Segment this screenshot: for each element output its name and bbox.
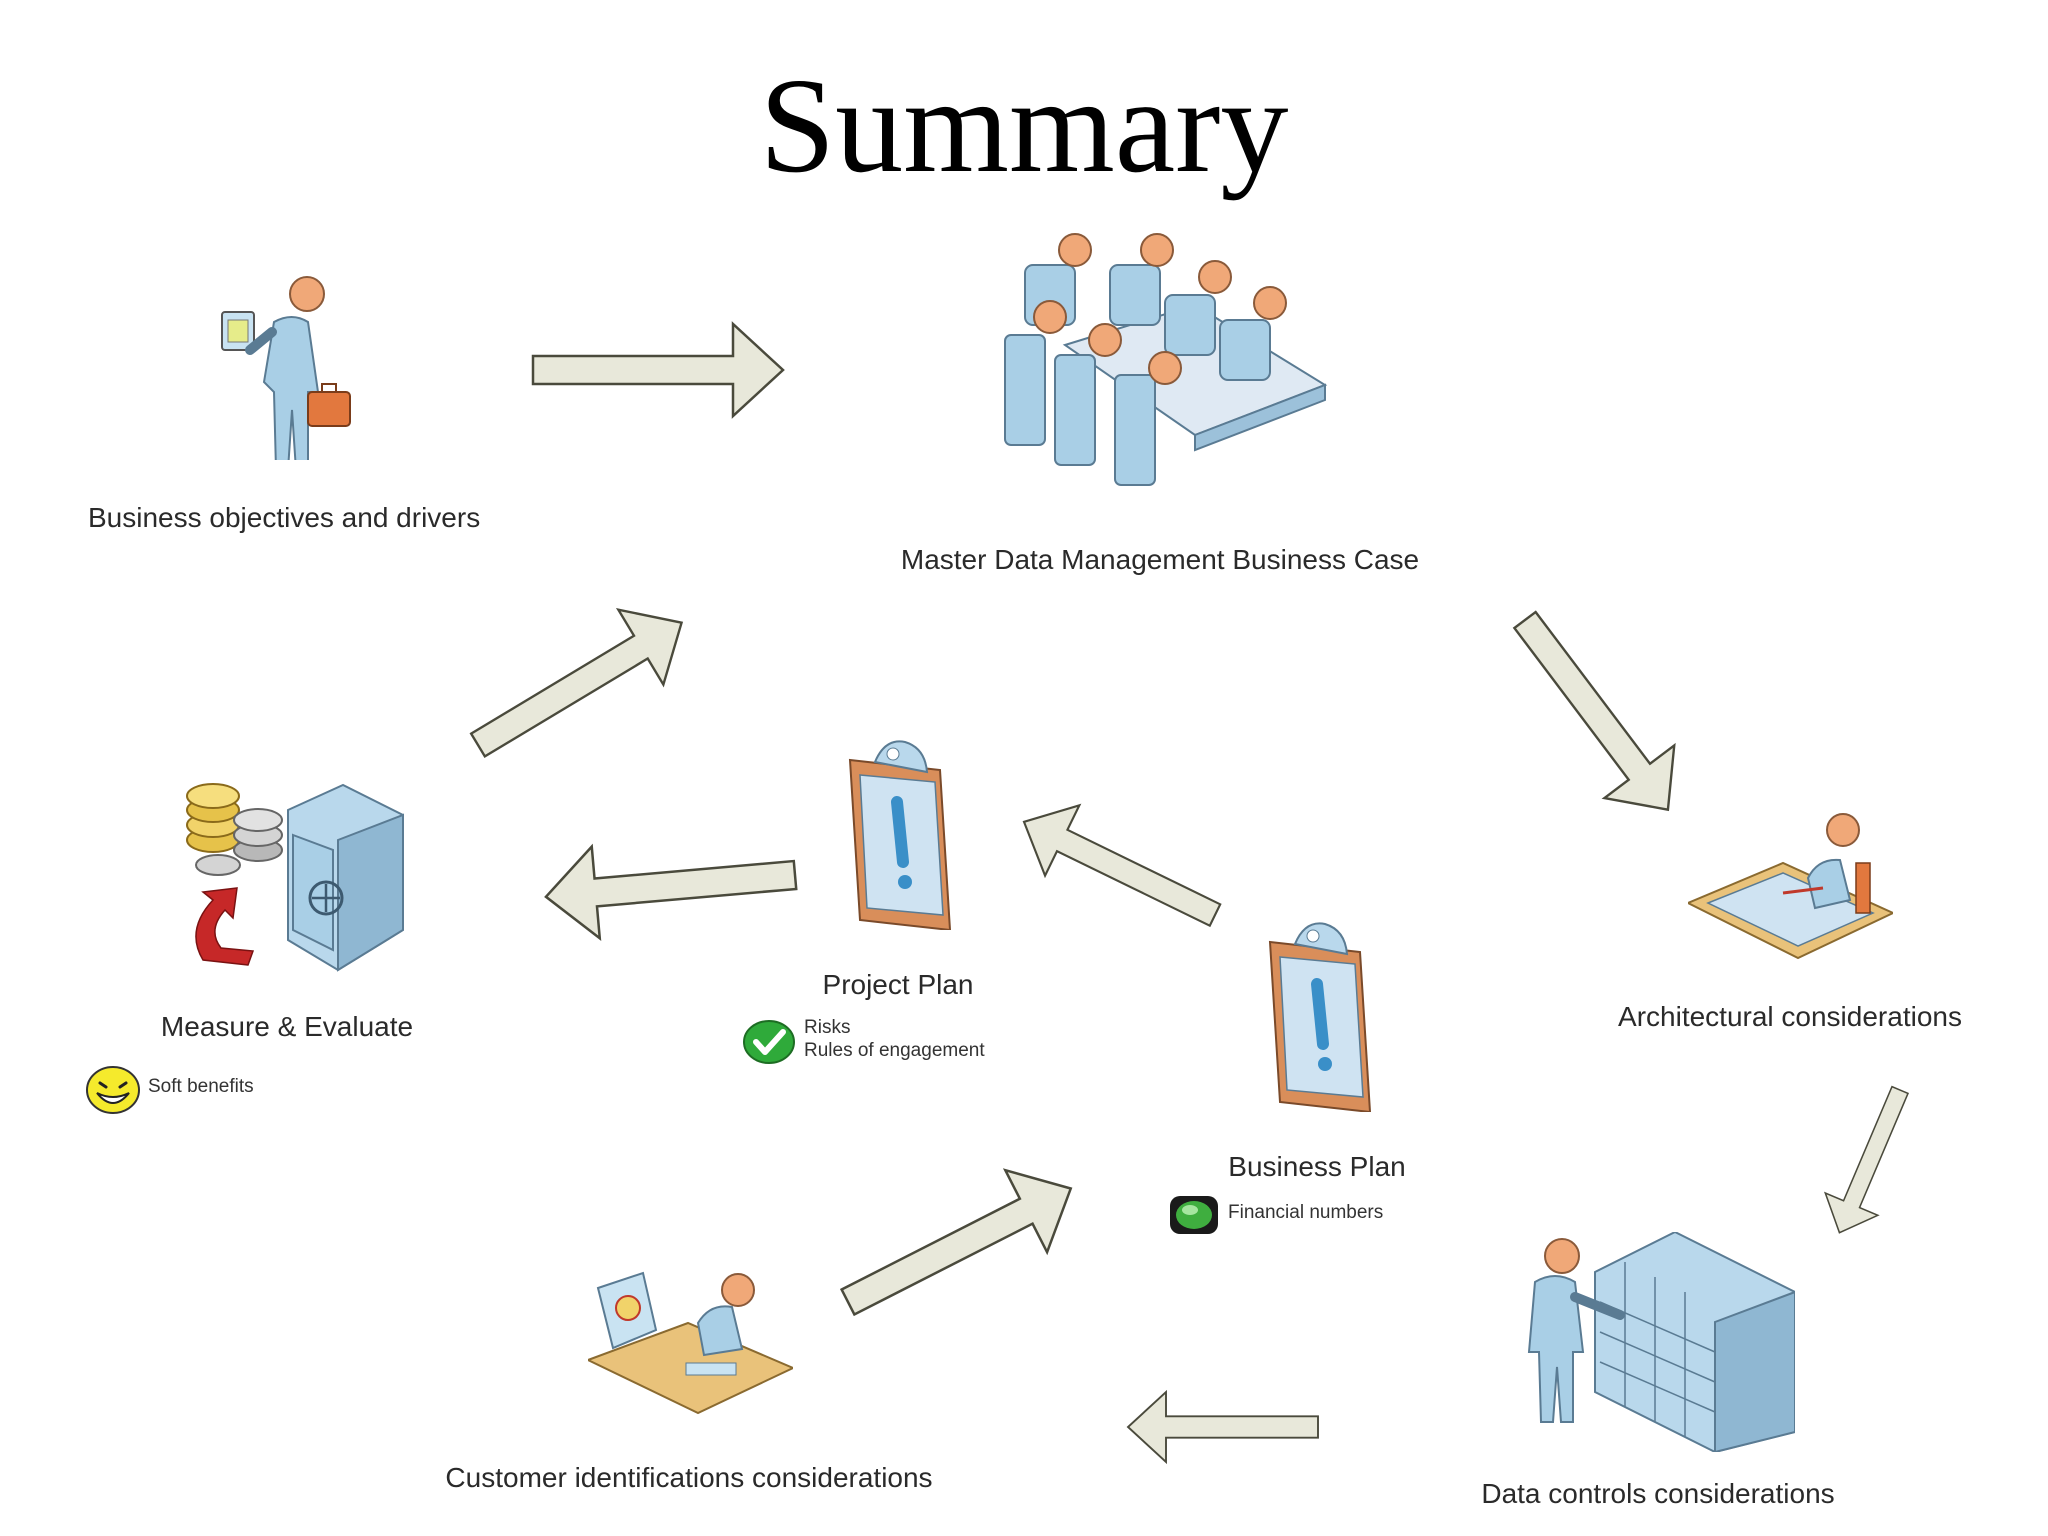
person-at-computer-desk-icon [588,1271,793,1415]
page-title: Summary [759,51,1289,201]
arrow-measure-to-case [454,584,706,784]
data-controls-label: Data controls considerations [1481,1478,1835,1509]
business-objectives-label: Business objectives and drivers [88,502,481,533]
smiley-face-icon [86,1066,140,1114]
green-light-icon [1170,1196,1218,1234]
arrow-objectives-to-case [531,322,785,418]
coins-and-safe-icon [186,783,404,972]
clipboard-exclamation-icon [848,740,952,930]
person-at-server-rack-icon [1527,1232,1795,1452]
rules-of-engagement-note: Rules of engagement [804,1040,985,1061]
clipboard-exclamation-icon [1268,922,1372,1112]
businessman-briefcase-icon [221,276,351,460]
customer-identifications-label: Customer identifications considerations [445,1462,933,1493]
architectural-label: Architectural considerations [1618,1001,1962,1032]
project-plan-label: Project Plan [822,969,974,1000]
mdm-business-case-label: Master Data Management Business Case [900,544,1420,575]
measure-evaluate-label: Measure & Evaluate [160,1011,414,1042]
arrow-data-controls-to-customer [1127,1391,1319,1463]
arrow-customer-to-business-plan [825,1146,1093,1345]
arrow-project-plan-to-measure [540,827,801,944]
soft-benefits-note: Soft benefits [148,1076,254,1097]
arrow-case-to-architecture [1488,592,1705,838]
person-at-drafting-desk-icon [1688,813,1893,960]
arrow-business-plan-to-project-plan [1005,785,1234,952]
business-plan-label: Business Plan [1228,1151,1406,1182]
financial-numbers-note: Financial numbers [1228,1202,1384,1223]
arrow-architecture-to-data-controls [1812,1078,1928,1245]
meeting-table-icon [1004,233,1328,486]
risks-note: Risks [804,1017,851,1038]
green-checkmark-icon [743,1020,795,1064]
